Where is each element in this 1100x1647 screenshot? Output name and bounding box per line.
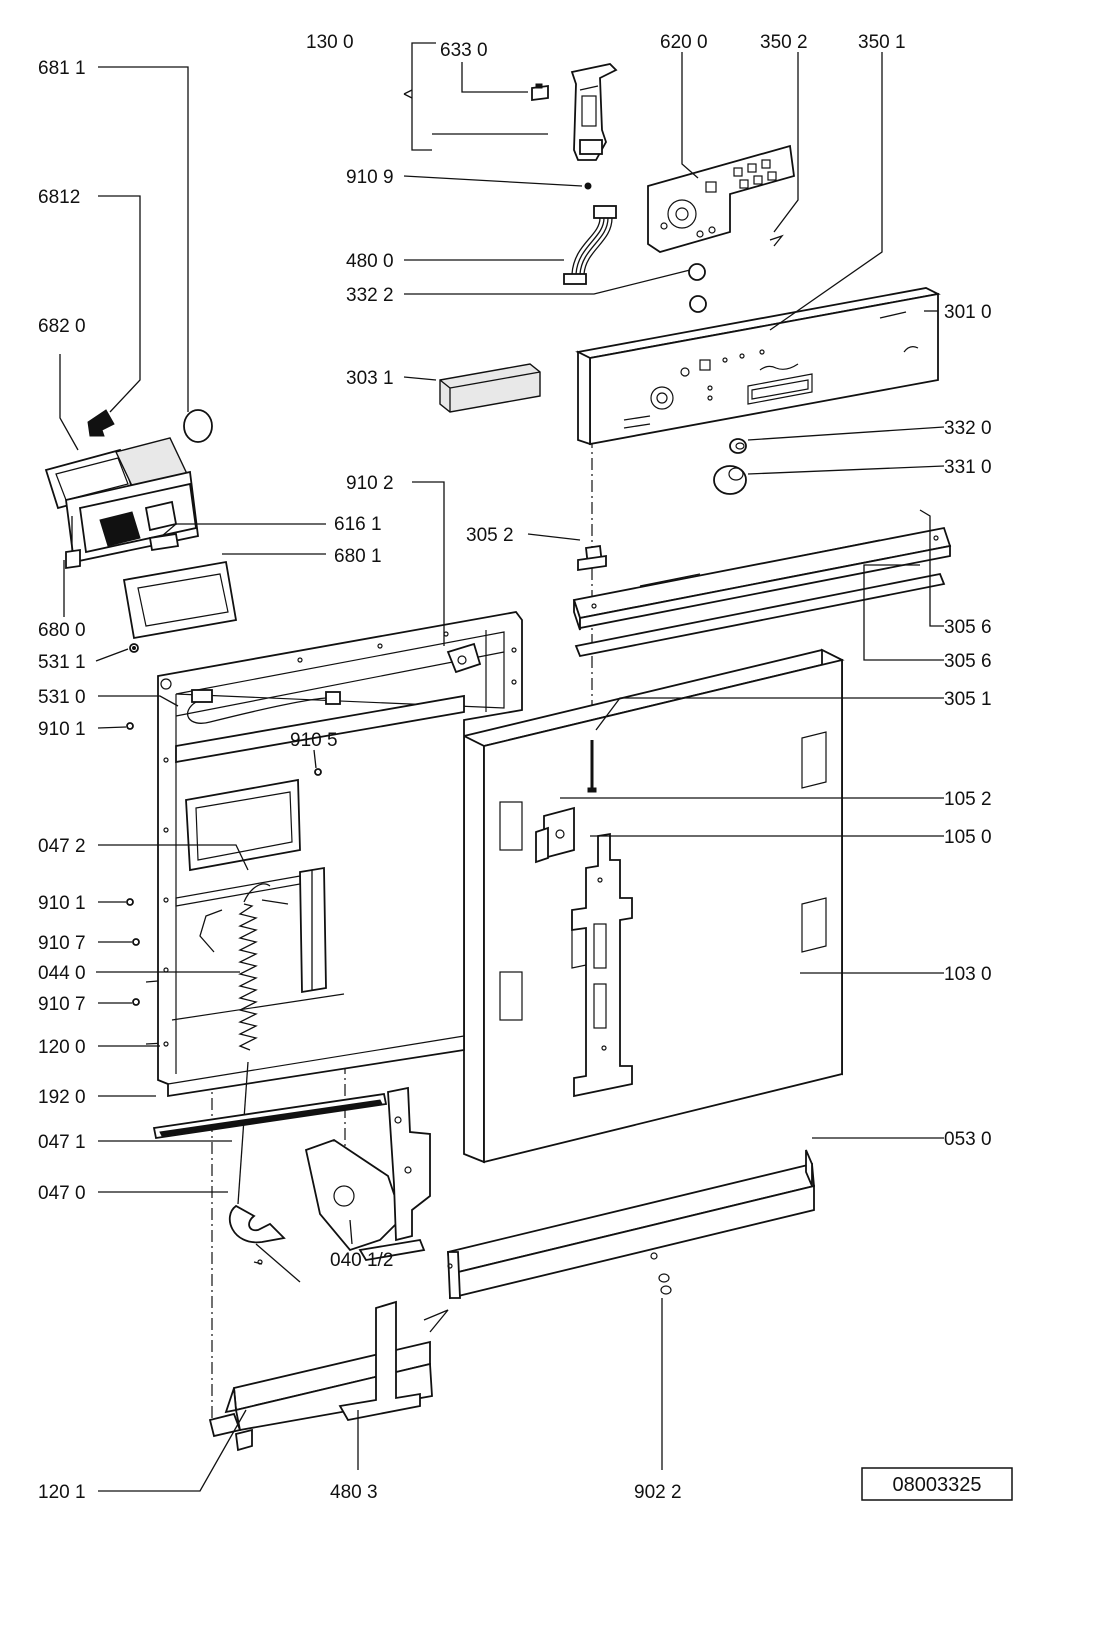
label-120-1: 120 1: [38, 1482, 86, 1503]
label-047-0: 047 0: [38, 1183, 86, 1204]
label-682-0: 682 0: [38, 316, 86, 337]
label-044-0: 044 0: [38, 963, 86, 984]
door-hinge: [304, 1086, 431, 1261]
label-332-0: 332 0: [944, 418, 992, 439]
label-120-0: 120 0: [38, 1037, 86, 1058]
label-902-2: 902 2: [634, 1482, 682, 1503]
knob: [713, 438, 747, 495]
detergent-dispenser: [44, 437, 199, 570]
label-616-1: 616 1: [334, 514, 382, 535]
label-130-0: 130 0: [306, 32, 354, 53]
callout-labels: 681 1 6812 682 0 680 0 616 1 680 1 531 1…: [38, 32, 992, 1503]
door-seal-strip: [152, 1092, 388, 1140]
label-910-1-b: 910 1: [38, 893, 86, 914]
hinge-plate: [571, 832, 633, 1098]
label-910-5: 910 5: [290, 730, 338, 751]
dispenser-recess: [185, 778, 301, 872]
dispenser-gasket: [122, 560, 238, 640]
screw-rod: [587, 740, 597, 793]
dispenser-lever: [87, 409, 115, 437]
top-rails: [572, 526, 952, 658]
spring-pulley: [228, 1204, 301, 1283]
label-910-2: 910 2: [346, 473, 394, 494]
label-047-2: 047 2: [38, 836, 86, 857]
label-910-1-a: 910 1: [38, 719, 86, 740]
reference-number-box: 08003325: [861, 1467, 1013, 1501]
leader-lines: [59, 42, 945, 1492]
label-680-1: 680 1: [334, 546, 382, 567]
label-480-3: 480 3: [330, 1482, 378, 1503]
bottom-door-plate: [208, 1309, 449, 1452]
door-lock-switch: [531, 63, 618, 161]
label-053-0: 053 0: [944, 1129, 992, 1150]
spring-clip: [769, 234, 784, 247]
label-301-0: 301 0: [944, 302, 992, 323]
label-103-0: 103 0: [944, 964, 992, 985]
label-620-0: 620 0: [660, 32, 708, 53]
label-105-2: 105 2: [944, 789, 992, 810]
label-6812: 6812: [38, 187, 80, 208]
hinge-bracket-plate: [446, 642, 482, 674]
wire-harness: [563, 205, 617, 285]
door-cable: [186, 689, 341, 724]
label-303-1: 303 1: [346, 368, 394, 389]
clamp-screw: [658, 1273, 672, 1295]
control-panel: [575, 287, 941, 446]
kick-plate: [447, 1149, 815, 1300]
label-305-6-b: 305 6: [944, 651, 992, 672]
floor-bracket: [338, 1300, 421, 1422]
reference-number: 08003325: [893, 1474, 982, 1496]
label-332-2: 332 2: [346, 285, 394, 306]
outer-door-panel: [461, 648, 845, 1164]
inner-door-frame: [157, 611, 523, 1098]
dispenser-latch: [148, 532, 180, 552]
small-screws: [126, 643, 322, 1006]
knob-caps: [688, 263, 707, 313]
label-910-9: 910 9: [346, 167, 394, 188]
screw-small: [584, 182, 592, 190]
label-305-2: 305 2: [466, 525, 514, 546]
door-spring: [237, 883, 289, 1205]
label-681-1: 681 1: [38, 58, 86, 79]
label-331-0: 331 0: [944, 457, 992, 478]
hinge-bracket: [535, 806, 575, 864]
label-531-0: 531 0: [38, 687, 86, 708]
panel-clip: [577, 544, 607, 572]
electronic-board: [647, 144, 795, 253]
rinse-aid-cap: [183, 409, 213, 443]
label-910-7-b: 910 7: [38, 994, 86, 1015]
label-305-6-a: 305 6: [944, 617, 992, 638]
label-305-1: 305 1: [944, 689, 992, 710]
label-350-1: 350 1: [858, 32, 906, 53]
display-lens: [439, 363, 541, 413]
label-480-0: 480 0: [346, 251, 394, 272]
label-047-1: 047 1: [38, 1132, 86, 1153]
label-910-7-a: 910 7: [38, 933, 86, 954]
label-350-2: 350 2: [760, 32, 808, 53]
label-040-1-2: 040 1/2: [330, 1250, 393, 1271]
label-680-0: 680 0: [38, 620, 86, 641]
label-105-0: 105 0: [944, 827, 992, 848]
label-531-1: 531 1: [38, 652, 86, 673]
label-192-0: 192 0: [38, 1087, 86, 1108]
label-633-0: 633 0: [440, 40, 488, 61]
